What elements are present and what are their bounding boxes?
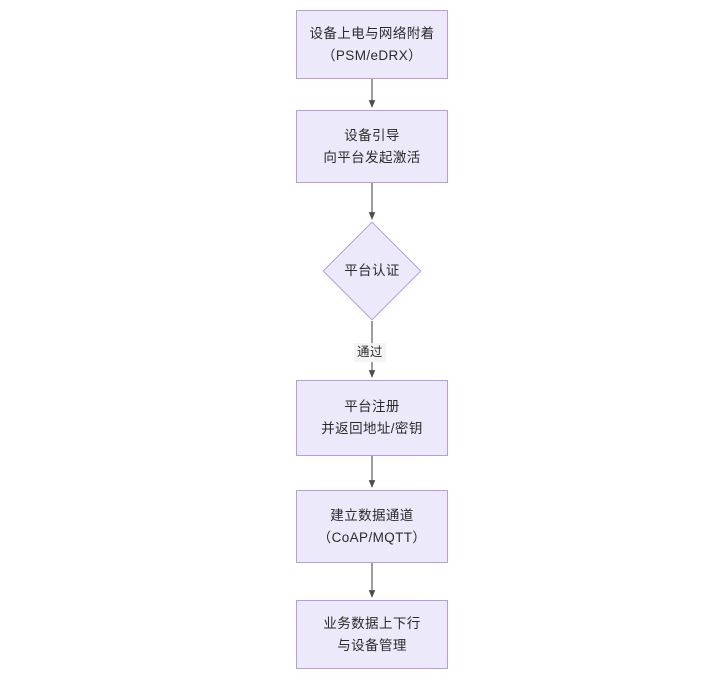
node-platform-register-line1: 平台注册 bbox=[344, 399, 400, 414]
node-bootstrap-line2: 向平台发起激活 bbox=[323, 149, 421, 165]
node-bootstrap[interactable]: 设备引导 向平台发起激活 bbox=[296, 110, 448, 183]
node-platform-register[interactable]: 平台注册 并返回地址/密钥 bbox=[296, 380, 448, 456]
node-data-channel-line1: 建立数据通道 bbox=[330, 507, 414, 523]
node-bootstrap-line1: 设备引导 bbox=[344, 127, 400, 143]
node-power-on-line2: （PSM/eDRX） bbox=[321, 47, 423, 63]
node-platform-auth[interactable] bbox=[322, 221, 422, 321]
edge-label-pass: 通过 bbox=[354, 343, 386, 362]
node-power-on[interactable]: 设备上电与网络附着 （PSM/eDRX） bbox=[296, 10, 448, 79]
node-service-data-line1: 业务数据上下行 bbox=[323, 615, 421, 631]
node-service-data[interactable]: 业务数据上下行 与设备管理 bbox=[296, 600, 448, 669]
node-power-on-line1: 设备上电与网络附着 bbox=[309, 25, 435, 41]
edge-label-pass-text: 通过 bbox=[357, 345, 383, 359]
node-service-data-line2: 与设备管理 bbox=[337, 637, 407, 653]
node-data-channel[interactable]: 建立数据通道 （CoAP/MQTT） bbox=[296, 490, 448, 563]
node-data-channel-line2: （CoAP/MQTT） bbox=[317, 529, 427, 545]
node-platform-register-line2: 并返回地址/密钥 bbox=[321, 421, 423, 436]
